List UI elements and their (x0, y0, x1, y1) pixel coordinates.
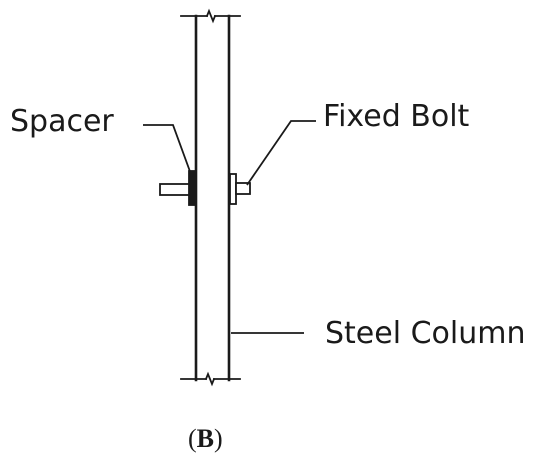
column-top-break (180, 8, 241, 24)
caption-letter: B (197, 424, 214, 453)
spacer-leader (143, 124, 193, 178)
caption-open-paren: ( (188, 424, 197, 453)
spacer-assembly (159, 170, 196, 206)
fixed-bolt-leader (246, 120, 316, 186)
caption-close-paren: ) (214, 424, 223, 453)
leader-lines (143, 120, 316, 334)
spacer-label: Spacer (10, 104, 114, 139)
spacer-bolt-stub (159, 183, 191, 196)
spacer-plate (188, 170, 196, 206)
fixed-bolt-assembly (229, 173, 251, 205)
fixed-bolt-label: Fixed Bolt (323, 99, 470, 134)
steel-column-label: Steel Column (325, 316, 525, 351)
fixed-bolt-shank (235, 182, 251, 195)
column-bottom-break (180, 371, 241, 387)
figure-caption: (B) (188, 424, 223, 453)
steel-column (180, 8, 241, 387)
